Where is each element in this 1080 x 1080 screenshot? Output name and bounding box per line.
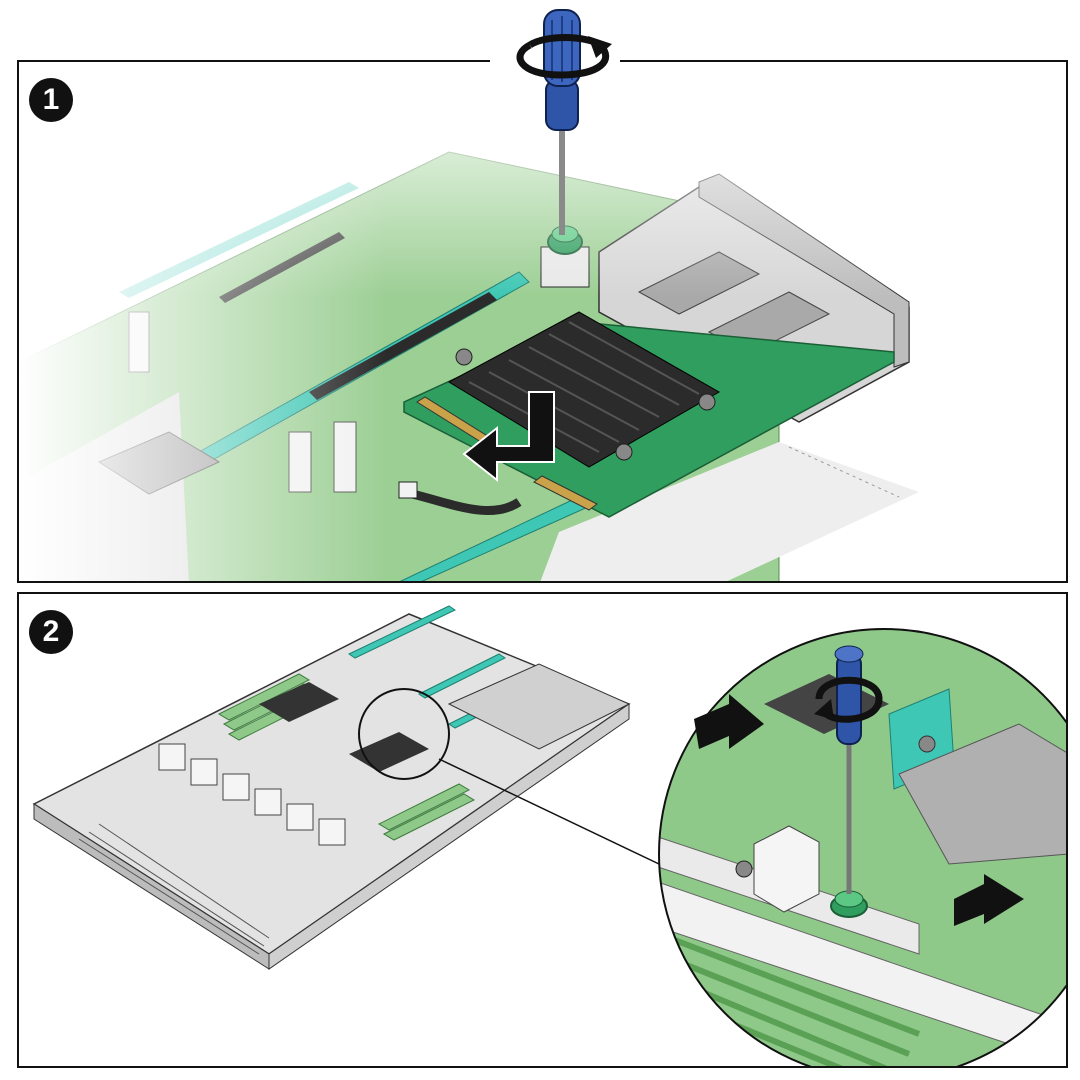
step-number-badge: 2 bbox=[29, 610, 73, 654]
server-chassis bbox=[32, 605, 631, 970]
callout-line bbox=[438, 758, 660, 865]
step-number-badge: 1 bbox=[29, 78, 73, 122]
step-1-artwork bbox=[19, 62, 1066, 581]
rotation-arrow-icon bbox=[814, 676, 883, 723]
step-1-panel: 1 bbox=[17, 60, 1068, 583]
push-arrow-icon bbox=[954, 874, 1024, 926]
insert-arrow-icon bbox=[462, 391, 555, 483]
highlight-circle bbox=[358, 688, 450, 780]
magnifier-circle-icon bbox=[659, 629, 1066, 1066]
step-2-panel: 2 bbox=[17, 592, 1068, 1068]
push-arrow-icon bbox=[694, 694, 764, 749]
step-2-artwork bbox=[32, 605, 1066, 1066]
